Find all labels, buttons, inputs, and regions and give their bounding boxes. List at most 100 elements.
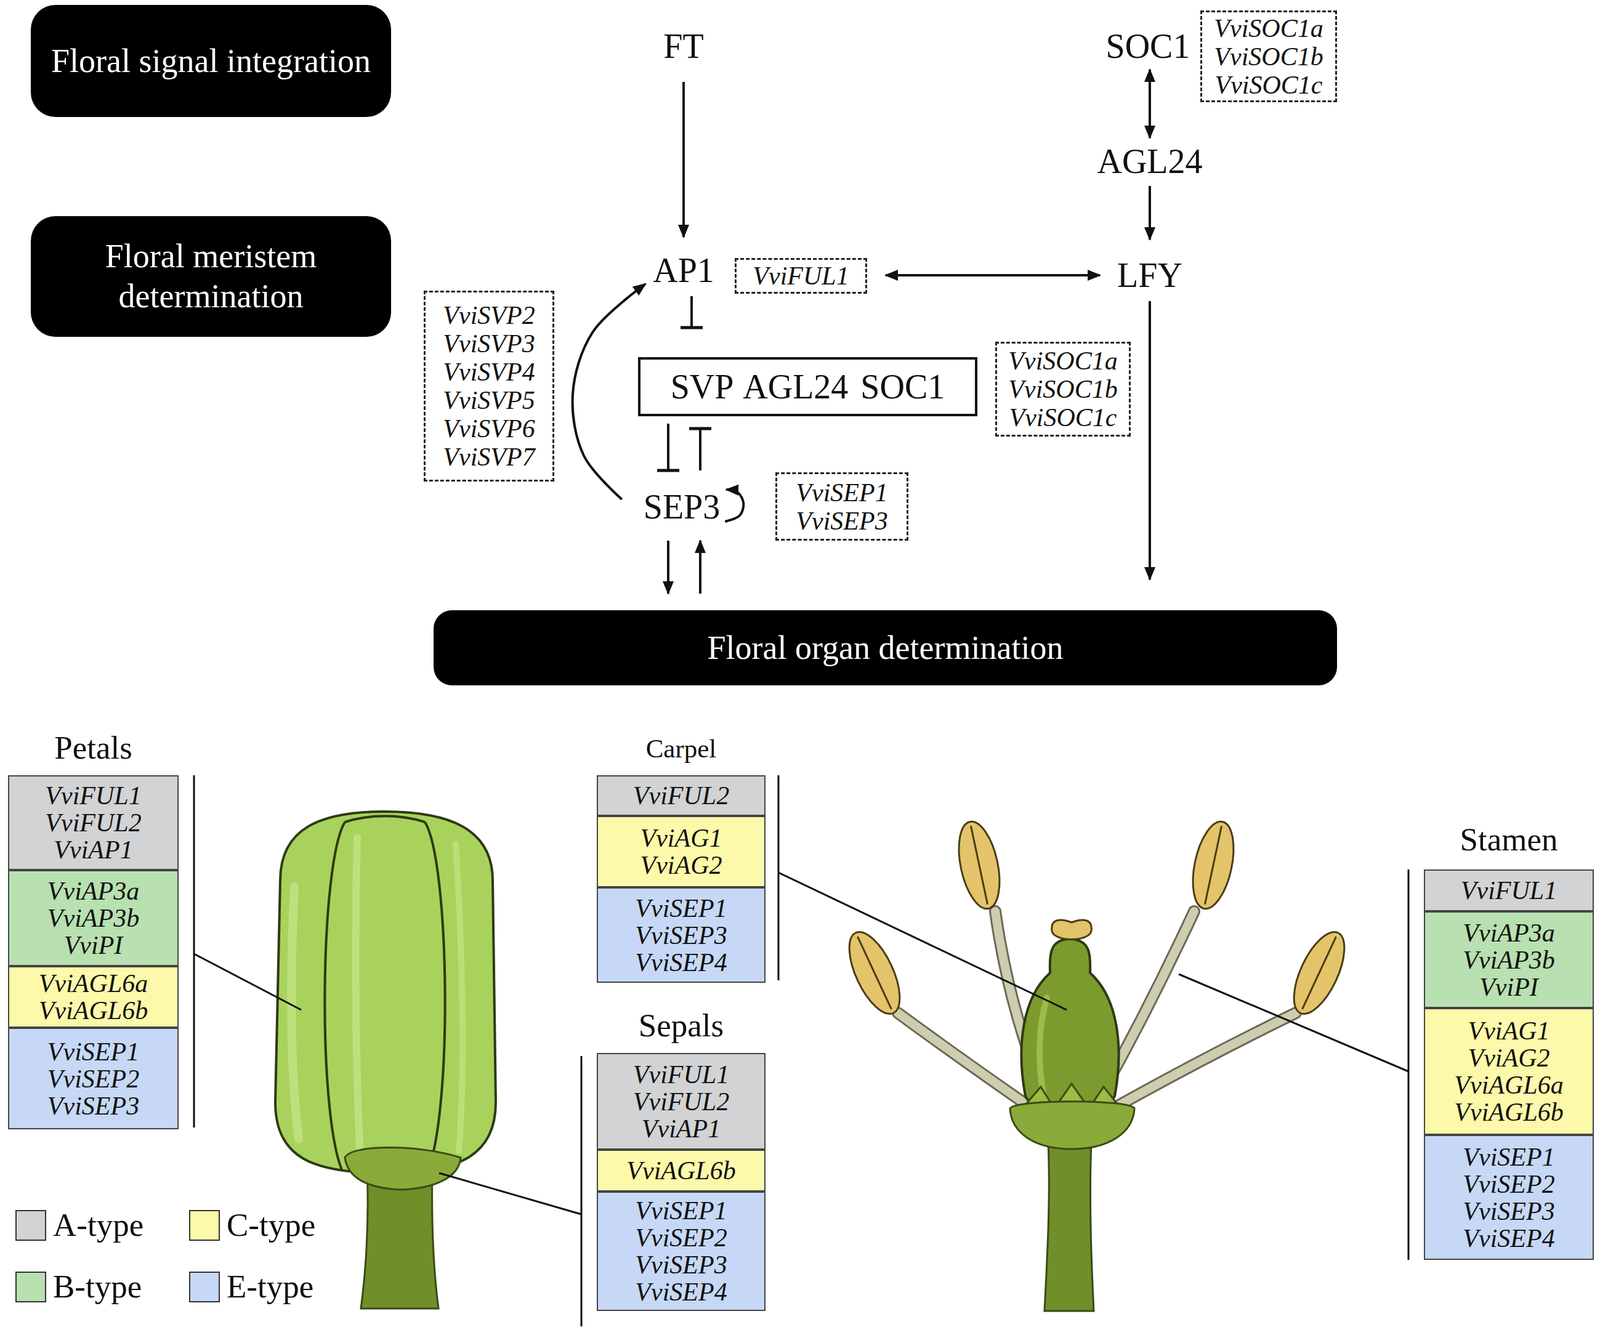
gene-label: AP1 <box>652 253 715 288</box>
gene-name: VviSEP3 <box>634 921 727 950</box>
gene-name: VviSVP3 <box>442 329 535 358</box>
gene-label: FT <box>663 28 704 64</box>
ovary-highlight <box>1039 997 1047 1097</box>
leader-line <box>439 1173 582 1215</box>
legend-entry: A-type <box>15 1208 144 1242</box>
banner-text: Floral organ determination <box>707 628 1064 669</box>
gene-name: VviAG2 <box>1468 1044 1551 1072</box>
gene-name: VviSEP3 <box>47 1092 140 1120</box>
organ-heading: Sepals <box>638 1009 724 1043</box>
gene-name: VviSEP1 <box>634 1197 727 1225</box>
gene-name: VviFUL1 <box>633 1061 730 1089</box>
grape-homolog-box: VviSOC1aVviSOC1bVviSOC1c <box>995 341 1131 437</box>
bracket-line <box>777 775 780 981</box>
gene-name: VviSEP4 <box>634 1278 727 1306</box>
anther-groove <box>1204 825 1222 905</box>
gene-name: VviFUL2 <box>633 1088 730 1116</box>
gene-name: VviPI <box>1479 973 1539 1001</box>
anther <box>952 817 1007 913</box>
stage-banner: Floral signal integration <box>30 4 392 118</box>
filament <box>1102 1013 1296 1115</box>
bracket-line <box>580 1056 583 1327</box>
anther-groove <box>1302 936 1337 1010</box>
inhibition-connector <box>666 423 670 471</box>
legend-swatch <box>15 1271 47 1303</box>
organ-heading: Stamen <box>1460 823 1559 857</box>
gene-name: VviSVP6 <box>442 414 535 443</box>
banner-text: Floral signal integration <box>51 41 371 82</box>
bud-highlight <box>355 837 361 1158</box>
filaments <box>897 911 1296 1115</box>
organ-table: PetalsVviFUL1VviFUL2VviAP1VviAP3aVviAP3b… <box>8 775 179 1130</box>
activation-arrow <box>698 540 702 594</box>
gene-class-cell: VviFUL1VviFUL2VviAP1 <box>8 775 179 871</box>
gene-name: SEP3 <box>643 489 721 525</box>
inhibition-connector <box>690 296 693 328</box>
gene-class-cell: VviAP3aVviAP3bVviPI <box>1423 911 1594 1009</box>
gene-name: VviAP1 <box>641 1115 721 1143</box>
gene-label: SEP3 <box>643 489 721 525</box>
anther <box>838 925 910 1022</box>
gene-name: VviSVP5 <box>442 386 535 415</box>
anther-groove <box>970 825 988 905</box>
anthers <box>838 817 1355 1022</box>
organ-table: StamenVviFUL1VviAP3aVviAP3bVviPIVviAG1Vv… <box>1423 869 1594 1261</box>
gene-name: VviSVP4 <box>442 357 535 387</box>
gene-class-cell: VviAGL6aVviAGL6b <box>8 966 179 1028</box>
gene-class-cell: VviFUL1VviFUL2VviAP1 <box>596 1053 766 1150</box>
banner-text: Floral meristem determination <box>49 236 373 317</box>
gene-name: VviSVP2 <box>442 301 535 330</box>
bud-highlight <box>455 843 463 1152</box>
bud-receptacle <box>344 1147 461 1191</box>
activation-arrow <box>885 274 1100 277</box>
inhibition-connector <box>698 428 702 471</box>
gene-name: VviFUL1 <box>752 261 849 291</box>
gene-name: VviPI <box>64 931 124 959</box>
bracket-line <box>1407 869 1410 1261</box>
legend-entry: B-type <box>15 1270 142 1304</box>
gene-name: VviAGL6b <box>626 1157 736 1185</box>
gene-name: VviSEP1 <box>1462 1143 1555 1171</box>
gene-name: SVP AGL24 SOC1 <box>670 367 946 407</box>
stage-banner: Floral organ determination <box>433 610 1338 686</box>
gene-class-cell: VviFUL2 <box>596 775 766 817</box>
gene-name: VviSOC1b <box>1213 42 1323 71</box>
legend-entry: E-type <box>189 1270 314 1304</box>
gene-name: VviSEP2 <box>634 1224 727 1252</box>
gene-complex-box: SVP AGL24 SOC1 <box>638 357 978 417</box>
legend-label: A-type <box>52 1208 144 1242</box>
gene-name: VviSEP3 <box>634 1251 727 1279</box>
gene-class-cell: VviSEP1VviSEP2VviSEP3VviSEP4 <box>1423 1135 1594 1261</box>
grape-homolog-box: VviSEP1VviSEP3 <box>775 472 909 541</box>
gene-name: VviAG2 <box>640 851 723 879</box>
activation-arrow <box>666 540 670 594</box>
gene-name: VviAP3a <box>1462 919 1555 947</box>
gene-name: VviSOC1b <box>1008 375 1118 404</box>
gene-label: SOC1 <box>1106 28 1191 64</box>
gene-name: VviAGL6b <box>38 997 148 1025</box>
gene-name: VviAGL6a <box>1454 1071 1564 1099</box>
leader-line <box>193 953 302 1011</box>
gene-name: VviSOC1c <box>1215 70 1323 100</box>
gene-name: VviSEP2 <box>1462 1170 1555 1198</box>
anther <box>1186 817 1241 913</box>
gene-name: VviSEP2 <box>47 1065 140 1093</box>
gene-name: VviFUL1 <box>1460 876 1557 905</box>
gene-class-cell: VviAP3aVviAP3bVviPI <box>8 870 179 967</box>
gene-name: FT <box>663 28 704 64</box>
activation-arrow <box>682 81 685 238</box>
gene-name: VviAGL6b <box>1454 1098 1564 1126</box>
gene-name: VviFUL2 <box>633 782 730 810</box>
gene-label: LFY <box>1117 258 1183 293</box>
bud-body <box>275 811 496 1174</box>
gene-name: VviAP3b <box>1462 946 1555 974</box>
legend-label: C-type <box>226 1208 316 1242</box>
gene-class-cell: VviAG1VviAG2 <box>596 816 766 888</box>
legend-swatch <box>189 1210 220 1241</box>
gene-class-cell: VviSEP1VviSEP2VviSEP3VviSEP4 <box>596 1191 766 1312</box>
leader-line <box>1178 974 1409 1072</box>
anther-groove <box>857 936 892 1010</box>
filament <box>1102 1013 1296 1115</box>
gene-label: AGL24 <box>1096 144 1203 179</box>
